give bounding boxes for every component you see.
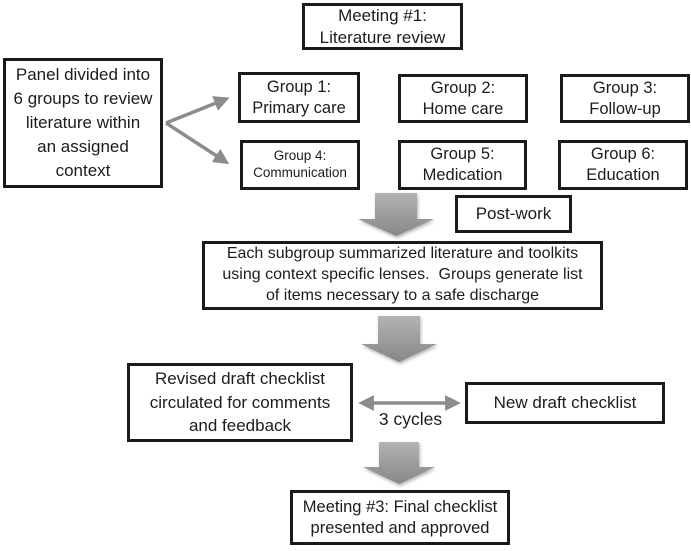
flow-box-meeting1: Meeting #1: Literature review xyxy=(302,3,463,50)
flow-box-post-work: Post-work xyxy=(455,195,572,233)
down-block-arrow-icon xyxy=(363,442,435,484)
flow-box-group5-medication: Group 5: Medication xyxy=(398,140,527,190)
flow-box-group4-communication: Group 4: Communication xyxy=(240,140,360,190)
down-block-arrow-icon xyxy=(361,316,437,362)
flow-box-new-draft-checklist: New draft checklist xyxy=(465,382,665,424)
flow-box-group2-home-care: Group 2: Home care xyxy=(398,74,528,123)
flow-box-group1-primary-care: Group 1: Primary care xyxy=(238,72,360,123)
split-arrow-icon xyxy=(165,96,230,165)
flow-box-group3-follow-up: Group 3: Follow-up xyxy=(560,74,690,123)
flow-box-meeting3: Meeting #3: Final checklist presented an… xyxy=(290,490,510,545)
cycles-annotation: 3 cycles xyxy=(378,409,443,429)
flow-box-revised-draft-checklist: Revised draft checklist circulated for c… xyxy=(127,363,353,442)
down-block-arrow-icon xyxy=(358,193,434,236)
flow-box-subgroup-summary: Each subgroup summarized literature and … xyxy=(202,241,603,310)
flow-box-panel-divided: Panel divided into 6 groups to review li… xyxy=(3,58,163,188)
flow-box-group6-education: Group 6: Education xyxy=(558,140,688,190)
